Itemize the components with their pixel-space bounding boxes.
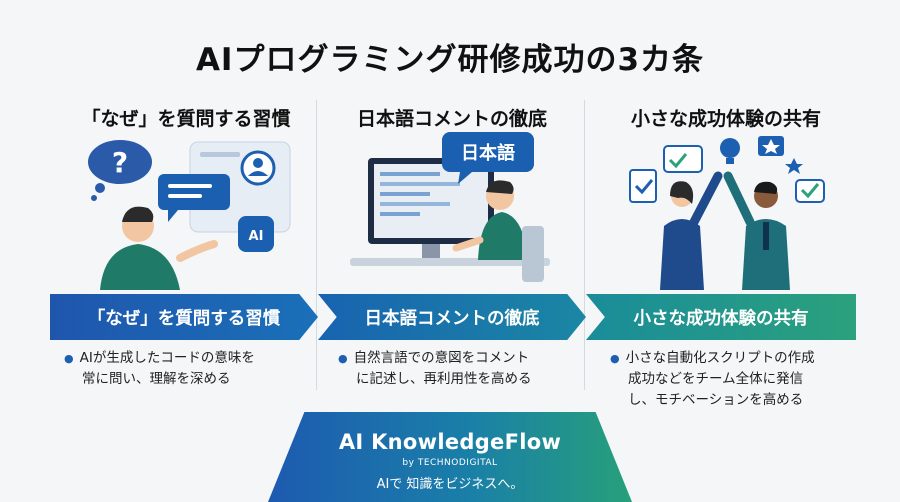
- description-line: AIが生成したコードの意味を: [79, 350, 255, 366]
- chat-check-icon: [795, 179, 825, 203]
- banner-2: 日本語コメントの徹底: [318, 294, 586, 340]
- lightbulb-icon: [720, 138, 740, 164]
- column-3-description: ● 小さな自動化スクリプトの作成 成功などをチーム全体に発信 し、モチベーションを…: [610, 348, 815, 411]
- column-2-heading: 日本語コメントの徹底: [356, 108, 547, 130]
- column-divider: [584, 100, 585, 390]
- column-divider: [316, 100, 317, 390]
- bullet-icon: ●: [64, 352, 74, 365]
- bullet-icon: ●: [610, 352, 620, 365]
- person-icon: [452, 180, 544, 282]
- description-line: 成功などをチーム全体に発信: [628, 371, 804, 387]
- woman-icon: [660, 171, 723, 290]
- user-profile-icon: [240, 150, 276, 186]
- column-1-heading: 「なぜ」を質問する習慣: [81, 108, 291, 130]
- banner-3: 小さな成功体験の共有: [586, 294, 856, 340]
- page-title: AIプログラミング研修成功の3カ条: [195, 42, 705, 78]
- brand-name: AI KnowledgeFlow: [338, 430, 562, 454]
- description-line: し、モチベーションを高める: [628, 392, 804, 408]
- banner-1: 「なぜ」を質問する習慣: [50, 294, 318, 340]
- brand-byline: by TECHNODIGITAL: [402, 458, 498, 468]
- japanese-bubble-label: 日本語: [461, 142, 515, 164]
- description-line: に記述し、再利用性を高める: [356, 371, 532, 387]
- person-icon: [100, 206, 218, 290]
- banner-row: 「なぜ」を質問する習慣 日本語コメントの徹底 小さな成功体験の共有: [0, 294, 900, 342]
- column-1-description: ● AIが生成したコードの意味を 常に問い、理解を深める: [64, 348, 255, 390]
- chat-bubble-icon: [158, 174, 230, 222]
- computer-illustration: 日本語: [350, 132, 550, 282]
- checklist-icon: [629, 169, 657, 203]
- japanese-bubble-icon: 日本語: [442, 132, 534, 184]
- ai-chip-label: AI: [249, 229, 264, 244]
- ai-chip-icon: AI: [238, 216, 274, 252]
- success-illustration: [629, 136, 825, 290]
- column-2-description: ● 自然言語での意図をコメント に記述し、再利用性を高める: [338, 348, 532, 390]
- svg-text:?: ?: [112, 146, 128, 179]
- man-icon: [723, 171, 790, 290]
- description-line: 常に問い、理解を深める: [82, 371, 231, 387]
- chat-check-icon: [663, 145, 703, 173]
- description-line: 自然言語での意図をコメント: [353, 350, 530, 366]
- description-line: 小さな自動化スクリプトの作成: [625, 350, 815, 366]
- brand-footer: AI KnowledgeFlow by TECHNODIGITAL AIで 知識…: [268, 412, 632, 502]
- question-illustration: ? AI: [88, 140, 291, 290]
- star-icon: [758, 136, 803, 174]
- column-3-heading: 小さな成功体験の共有: [630, 108, 821, 130]
- question-bubble-icon: ?: [88, 140, 152, 201]
- bullet-icon: ●: [338, 352, 348, 365]
- brand-tagline: AIで 知識をビジネスへ。: [376, 477, 524, 492]
